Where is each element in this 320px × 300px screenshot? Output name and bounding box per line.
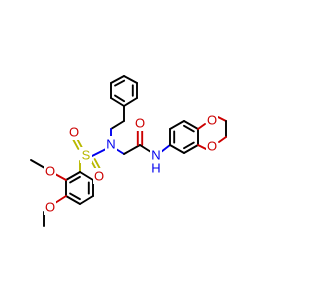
dioxane-oxygen-lower: O <box>207 139 217 154</box>
ethyl-bond <box>110 120 125 130</box>
sulfonyl-oxygen-left: O <box>69 125 79 140</box>
bond-layer <box>30 75 227 227</box>
sulfonyl-oxygen-right-backdrop <box>93 168 105 184</box>
nh-aryl-bond <box>160 144 171 153</box>
dimethoxyphenyl-ring-bond <box>79 171 94 181</box>
benzodioxane-aromatic-ring-inner-bond <box>183 141 195 150</box>
benzodioxane-aromatic-ring-bond <box>183 120 199 130</box>
benzodioxane-aromatic-ring-inner-bond <box>183 124 195 133</box>
carbonyl-oxygen: O <box>135 116 145 131</box>
methoxy-oxygen-lower-backdrop <box>44 199 56 215</box>
methoxy-oxygen-upper-backdrop <box>44 163 56 179</box>
phenyl-ring-bond <box>110 75 125 84</box>
benzodioxane-aromatic-ring-bond <box>169 144 185 154</box>
dimethoxyphenyl-ring-bond <box>79 195 94 205</box>
ch2-carbonyl-bond <box>123 144 141 155</box>
phenyl-ring-bond <box>110 97 125 107</box>
dimethoxyphenyl-ring-bond <box>65 171 81 181</box>
dioxane-bond <box>197 144 207 150</box>
dioxane-oxygen-upper: O <box>207 113 217 128</box>
amide-nitrogen: H <box>151 161 160 176</box>
methoxy-bond <box>54 195 67 204</box>
amide-nitrogen-backdrop <box>150 147 162 177</box>
benzodioxane-aromatic-ring-bond <box>183 144 199 154</box>
amide-nitrogen: N <box>151 148 160 163</box>
dimethoxyphenyl-ring-bond <box>65 195 81 205</box>
phenyl-ring-inner-bond <box>114 94 126 103</box>
methoxy-oxygen-upper: O <box>45 164 55 179</box>
n-ch2-bond <box>115 148 125 155</box>
benzodioxane-aromatic-ring-bond <box>169 120 185 130</box>
phenyl-ring-inner-bond <box>114 79 126 87</box>
dimethoxyphenyl-ring-inner-bond <box>69 192 81 201</box>
sulfonamide-nitrogen-backdrop <box>105 136 117 152</box>
dioxane-oxygen-upper-backdrop <box>206 112 218 128</box>
sulfonyl-oxygen-right: O <box>94 169 104 184</box>
sulfur-atom-backdrop <box>80 147 92 163</box>
methyl-bond <box>30 159 46 169</box>
dioxane-bond <box>217 116 227 122</box>
n-s-bond <box>91 148 107 157</box>
sulfonyl-oxygen-left-backdrop <box>68 124 80 140</box>
dimethoxyphenyl-ring-inner-bond <box>69 175 81 184</box>
dioxane-oxygen-lower-backdrop <box>206 138 218 154</box>
carbonyl-oxygen-backdrop <box>134 115 146 131</box>
methoxy-bond <box>54 173 67 181</box>
dioxane-bond <box>218 136 227 143</box>
dioxane-bond <box>197 123 206 130</box>
carbonyl-n-bond <box>139 144 152 153</box>
methoxy-oxygen-lower: O <box>45 200 55 215</box>
phenyl-ring-bond <box>123 97 138 107</box>
phenyl-ring-bond <box>123 75 138 84</box>
sulfur-atom: S <box>82 148 91 163</box>
sulfonamide-nitrogen: N <box>106 137 115 152</box>
